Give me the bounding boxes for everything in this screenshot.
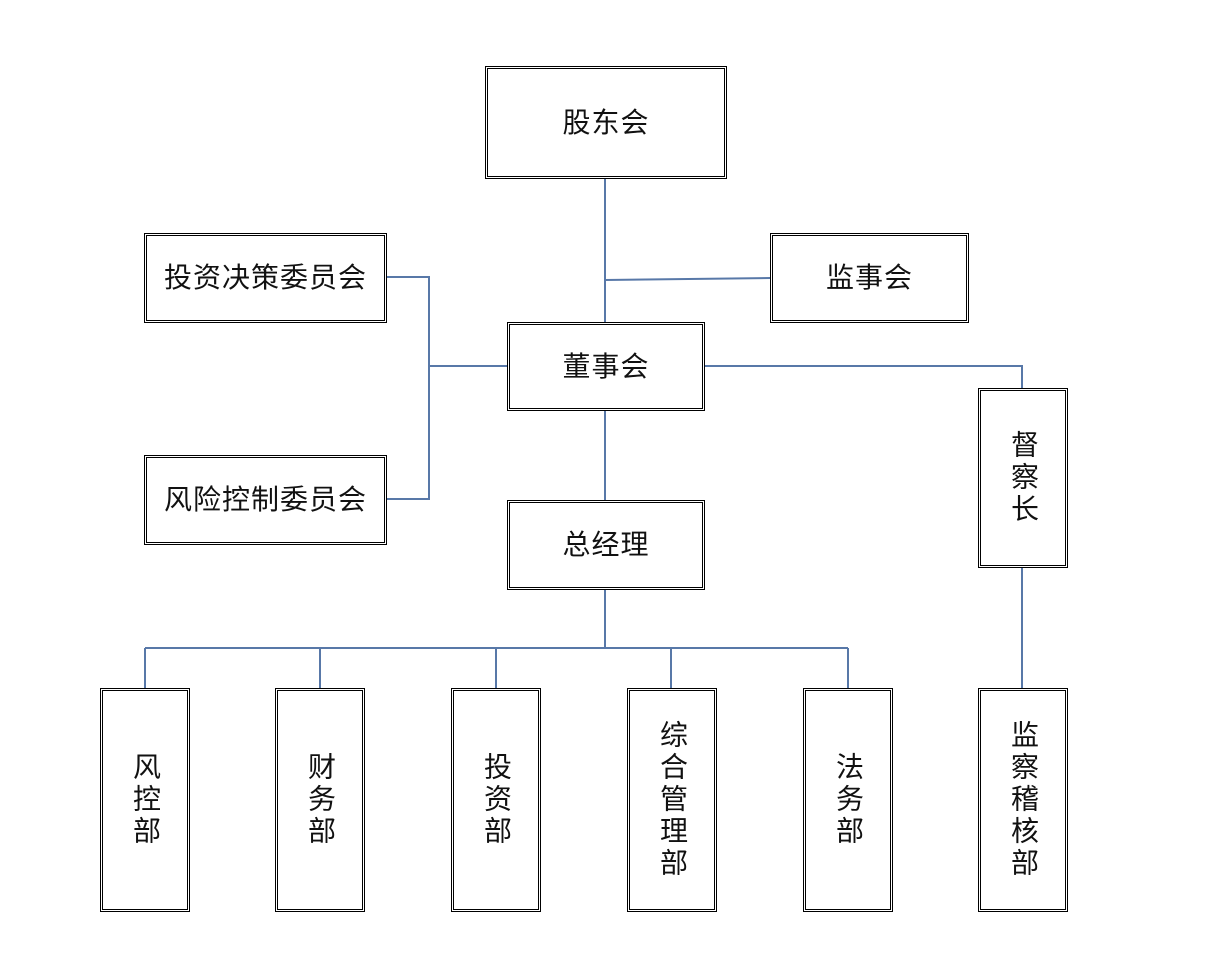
connector-supervisory [604, 277, 771, 281]
node-label: 督察长 [1007, 430, 1040, 526]
node-label: 综合管理部 [656, 720, 689, 880]
node-label: 总经理 [562, 528, 650, 562]
node-chief-inspector: 督察长 [978, 388, 1068, 568]
node-label: 监事会 [825, 261, 913, 295]
connector-board-inspector [703, 365, 1023, 389]
node-general-manager: 总经理 [507, 500, 705, 590]
node-supervisory-board: 监事会 [770, 233, 969, 323]
node-label: 风险控制委员会 [163, 483, 367, 517]
node-investment-dept: 投资部 [451, 688, 541, 912]
node-general-admin-dept: 综合管理部 [627, 688, 717, 912]
node-risk-committee: 风险控制委员会 [144, 455, 387, 545]
node-label: 投资决策委员会 [163, 261, 367, 295]
node-investment-committee: 投资决策委员会 [144, 233, 387, 323]
node-shareholders: 股东会 [485, 66, 727, 179]
node-label: 股东会 [562, 105, 650, 139]
connector-risk-committee [387, 366, 430, 500]
node-label: 董事会 [562, 349, 650, 383]
node-label: 投资部 [480, 752, 513, 848]
node-audit-dept: 监察稽核部 [978, 688, 1068, 912]
node-risk-dept: 风控部 [100, 688, 190, 912]
node-label: 财务部 [304, 752, 337, 848]
node-board-of-directors: 董事会 [507, 322, 705, 411]
node-legal-dept: 法务部 [803, 688, 893, 912]
connector-investment-committee [387, 276, 430, 366]
node-label: 监察稽核部 [1007, 720, 1040, 880]
node-label: 风控部 [129, 752, 162, 848]
node-label: 法务部 [832, 752, 865, 848]
node-finance-dept: 财务部 [275, 688, 365, 912]
